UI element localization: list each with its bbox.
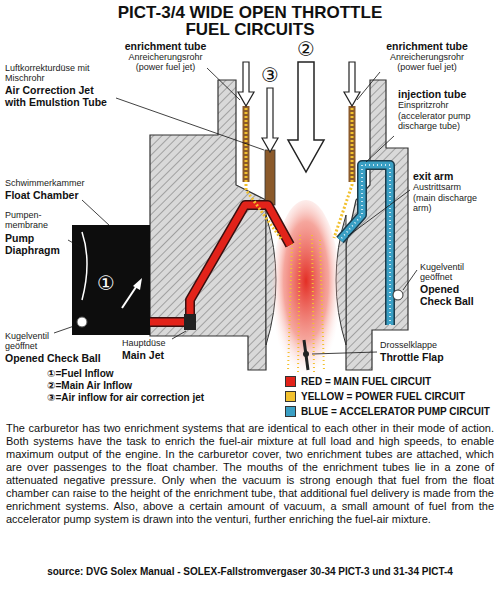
part-label: Opened Check Ball <box>5 352 115 364</box>
part-label-german: Einspritzrohr <box>398 100 495 110</box>
part-label-german: Luftkorrekturdüse mit Mischrohr <box>5 63 90 83</box>
part-label: enrichment tube <box>118 40 213 52</box>
legend-note: ③=Air inflow for air correction jet <box>47 392 272 404</box>
part-label: Opened Check Ball <box>420 283 492 307</box>
legend-row: YELLOW = POWER FUEL CIRCUIT <box>285 389 490 404</box>
part-label: Pump Diaphragm <box>5 232 67 256</box>
legend-text: RED = MAIN FUEL CIRCUIT <box>301 376 431 388</box>
caption-text: The carburetor has two enrichment system… <box>6 422 494 526</box>
part-label-german: Hauptdüse <box>122 338 182 348</box>
part-label-german: Schwimmerkammer <box>5 178 95 188</box>
part-label-german: Austrittsarm <box>413 182 495 192</box>
legend: RED = MAIN FUEL CIRCUIT YELLOW = POWER FU… <box>285 374 490 419</box>
part-label-german: Anreicherungsrohr <box>372 52 482 62</box>
legend-note: ②=Main Air Inflow <box>47 380 272 392</box>
part-label-german: (accelerator pump discharge tube) <box>398 111 495 131</box>
part-label: enrichment tube <box>372 40 482 52</box>
part-label: Float Chamber <box>5 189 95 201</box>
callout-number: ① <box>92 272 120 294</box>
legend-swatch <box>285 391 296 402</box>
part-label-german: Kugelventil geöffnet <box>420 262 495 282</box>
source-note: source: DVG Solex Manual - SOLEX-Fallstr… <box>0 566 500 578</box>
part-label: Air Correction Jet with Emulstion Tube <box>5 84 115 108</box>
part-label-german: Drosselklappe <box>380 340 490 350</box>
legend-note: ①=Fuel Inflow <box>47 368 272 380</box>
part-label: exit arm <box>413 170 495 182</box>
legend-swatch <box>285 406 296 417</box>
callout-number: ② <box>292 38 320 60</box>
legend-swatch <box>285 376 296 387</box>
part-label-german: (main discharge arm) <box>413 193 488 213</box>
part-label-german: Anreicherungsrohr <box>118 52 213 62</box>
part-label: Main Jet <box>122 349 182 361</box>
part-label-german: Kugelventil geöffnet <box>5 331 63 351</box>
callout-number: ③ <box>256 64 284 86</box>
part-label-german: Pumpen- membrane <box>5 210 60 230</box>
legend-text: BLUE = ACCELERATOR PUMP CIRCUIT <box>301 406 490 418</box>
diagram-title: PICT-3/4 WIDE OPEN THROTTLE FUEL CIRCUIT… <box>105 4 395 38</box>
part-label-german: (power fuel jet) <box>118 62 213 72</box>
part-label: injection tube <box>398 88 495 100</box>
legend-text: YELLOW = POWER FUEL CIRCUIT <box>301 391 465 403</box>
part-label-german: (power fuel jet) <box>372 62 482 72</box>
legend-row: BLUE = ACCELERATOR PUMP CIRCUIT <box>285 404 490 419</box>
legend-row: RED = MAIN FUEL CIRCUIT <box>285 374 490 389</box>
part-label: Throttle Flap <box>380 351 490 363</box>
